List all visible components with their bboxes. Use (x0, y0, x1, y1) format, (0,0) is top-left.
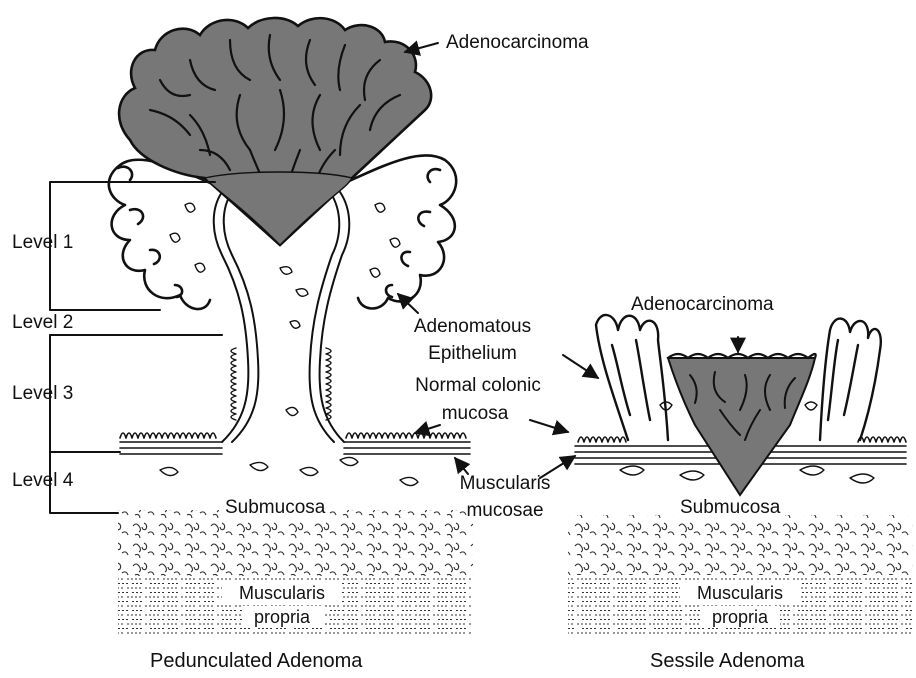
pedunculated-submucosa-layer (118, 510, 473, 576)
pedunculated-adenocarcinoma-label: Adenocarcinoma (446, 32, 589, 54)
arrow-adenomatous-epithelium-right (563, 355, 598, 378)
sessile-adenocarcinoma-region (668, 358, 815, 495)
muscularis-mucosae-label-line-1: Muscularis (450, 473, 560, 495)
level-1-bracket (50, 182, 215, 310)
mucosa-label-line-2: mucosa (420, 403, 530, 425)
muscularis-mucosae-label-line-2: mucosae (450, 500, 560, 522)
level-4-label: Level 4 (12, 470, 73, 492)
sessile-muscularis-propria-line-2: propria (700, 606, 780, 628)
arrow-normal-mucosa-right (530, 420, 568, 432)
level-2-label: Level 2 (12, 312, 73, 334)
pedunculated-adenoma-title: Pedunculated Adenoma (150, 650, 362, 672)
pedunculated-muscularis-propria-line-1: Muscularis (222, 582, 342, 604)
pedunculated-submucosa-label: Submucosa (222, 497, 328, 519)
pedunculated-muscularis-propria-line-2: propria (242, 606, 322, 628)
arrow-muscularis-mucosae-left (455, 458, 468, 474)
sessile-adenocarcinoma-label: Adenocarcinoma (631, 294, 774, 316)
normal-colonic-label-line-1: Normal colonic (398, 375, 558, 397)
level-brackets (50, 182, 222, 513)
level-1-label: Level 1 (12, 232, 73, 254)
epithelium-label-line-2: Epithelium (400, 343, 545, 365)
pedunculated-base-mucosa (120, 433, 470, 454)
arrow-adenocarcinoma (405, 43, 438, 52)
sessile-muscularis-propria-line-1: Muscularis (680, 582, 800, 604)
level-3-label: Level 3 (12, 383, 73, 405)
sessile-submucosa-label: Submucosa (677, 497, 783, 519)
sessile-submucosa-layer (568, 515, 913, 575)
sessile-adenoma-title: Sessile Adenoma (650, 650, 805, 672)
arrow-normal-mucosa-left (415, 425, 440, 433)
adenomatous-label-line-1: Adenomatous (400, 316, 545, 338)
